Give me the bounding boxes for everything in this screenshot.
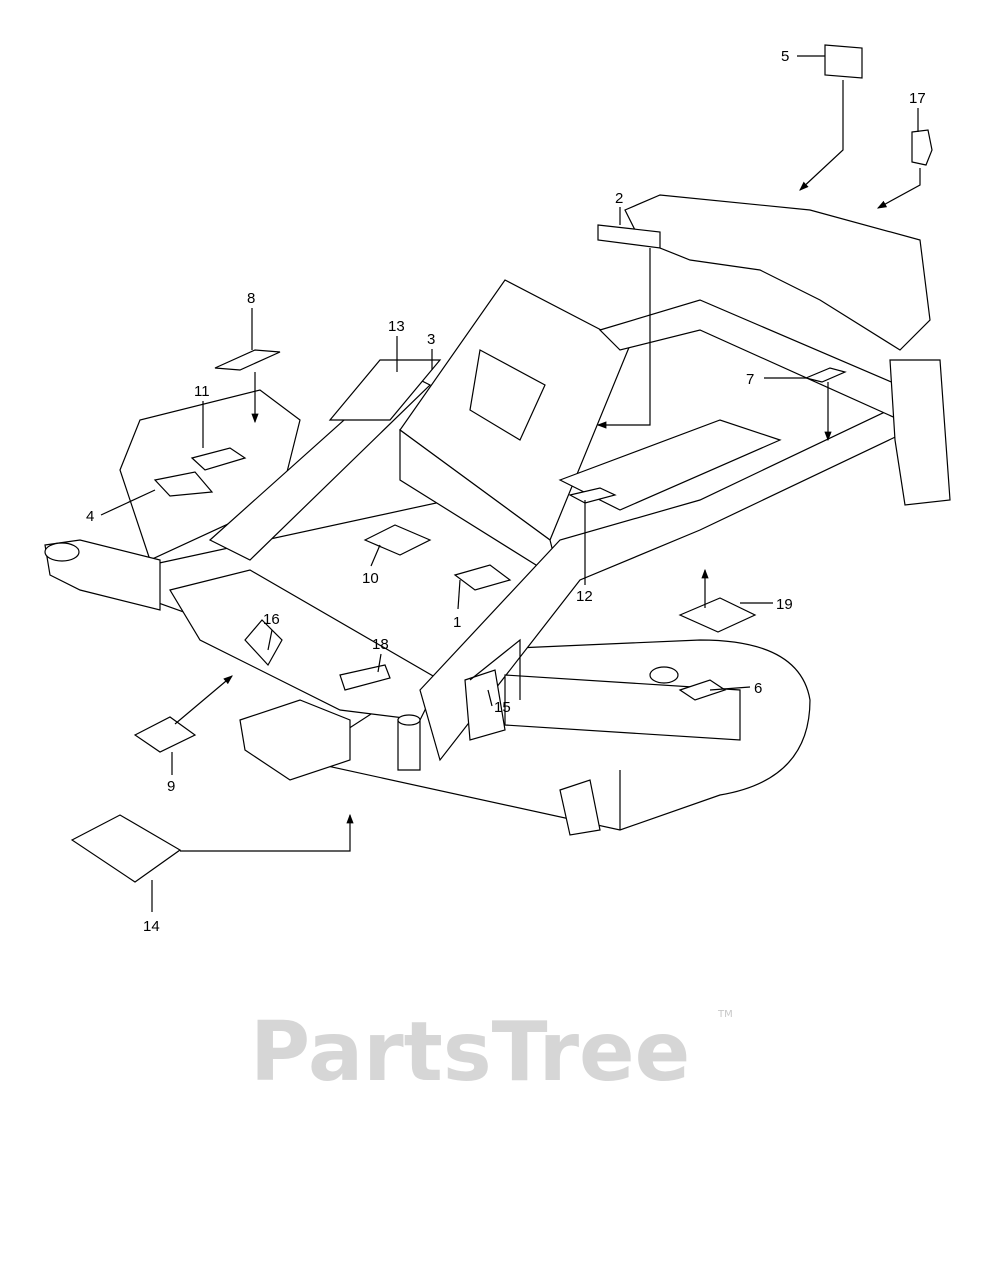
callout-10: 10 bbox=[362, 570, 379, 587]
callout-18: 18 bbox=[372, 636, 389, 653]
leader-lines bbox=[100, 55, 921, 912]
decal-2 bbox=[597, 224, 661, 249]
decal-16 bbox=[244, 619, 283, 667]
callout-14: 14 bbox=[143, 918, 160, 935]
callout-13: 13 bbox=[388, 318, 405, 335]
callout-15: 15 bbox=[494, 699, 511, 716]
decal-5 bbox=[824, 44, 863, 79]
callout-6: 6 bbox=[754, 680, 762, 697]
callout-labels: 1 2 3 4 5 6 7 8 9 10 11 12 13 14 15 16 1… bbox=[86, 48, 926, 935]
mower-deck-drawing bbox=[44, 194, 951, 836]
decal-9 bbox=[133, 716, 197, 753]
decal-4 bbox=[153, 471, 214, 497]
callout-11: 11 bbox=[194, 383, 210, 400]
decal-8 bbox=[214, 349, 281, 371]
callout-3: 3 bbox=[427, 331, 435, 348]
callout-19: 19 bbox=[776, 596, 793, 613]
svg-text:TM: TM bbox=[717, 1009, 733, 1020]
callout-2: 2 bbox=[615, 190, 623, 207]
callout-1: 1 bbox=[453, 614, 461, 631]
decal-17 bbox=[911, 129, 933, 166]
callout-5: 5 bbox=[781, 48, 789, 65]
decal-14 bbox=[70, 814, 182, 883]
watermark: PartsTree TM bbox=[250, 1005, 733, 1100]
callout-8: 8 bbox=[247, 290, 255, 307]
decal-6 bbox=[678, 679, 727, 701]
decal-1 bbox=[453, 564, 512, 591]
callout-9: 9 bbox=[167, 778, 175, 795]
decal-11 bbox=[190, 447, 247, 471]
decal-10 bbox=[363, 524, 432, 556]
decal-19 bbox=[678, 597, 757, 633]
callout-4: 4 bbox=[86, 508, 94, 525]
svg-text:PartsTree: PartsTree bbox=[250, 1005, 690, 1100]
decal-12 bbox=[568, 487, 617, 504]
callout-7: 7 bbox=[746, 371, 754, 388]
callout-16: 16 bbox=[263, 611, 280, 628]
decal-7 bbox=[804, 367, 847, 383]
callout-12: 12 bbox=[576, 588, 593, 605]
decal-shapes bbox=[70, 44, 933, 883]
callout-17: 17 bbox=[909, 90, 926, 107]
decal-18 bbox=[339, 664, 391, 691]
